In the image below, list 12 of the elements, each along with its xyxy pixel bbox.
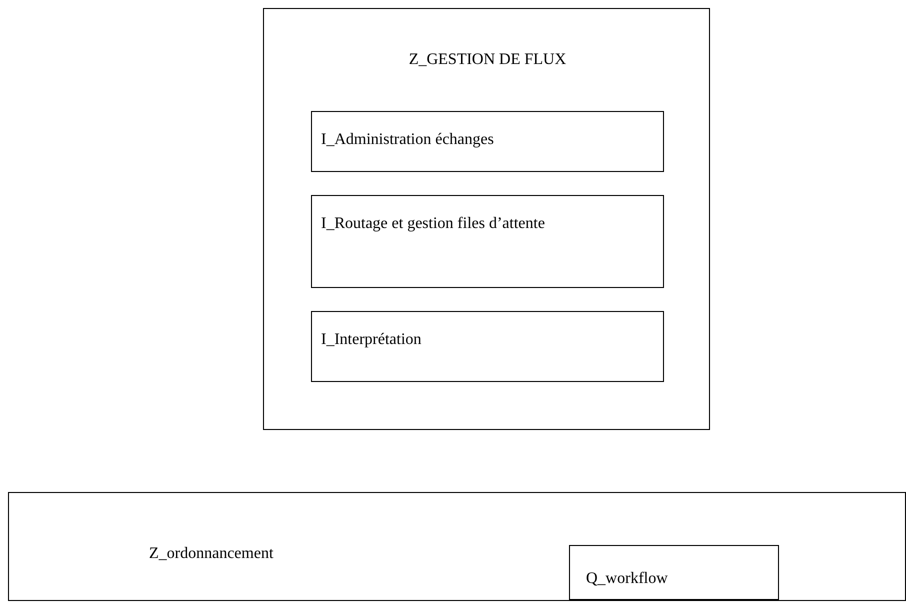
zone-box: [8, 492, 906, 601]
component-box: [311, 311, 664, 382]
zone-title: Z_GESTION DE FLUX: [408, 50, 568, 70]
component-box: [311, 195, 664, 288]
component-label: I_Administration échanges: [321, 130, 495, 150]
component-label: I_Interprétation: [321, 330, 422, 350]
component-box: [569, 545, 779, 600]
component-box: [311, 111, 664, 172]
zone-title: Z_ordonnancement: [149, 544, 274, 564]
component-label: I_Routage et gestion files d’attente: [321, 214, 546, 234]
zone-box: [263, 8, 710, 430]
component-label: Q_workflow: [586, 569, 669, 589]
